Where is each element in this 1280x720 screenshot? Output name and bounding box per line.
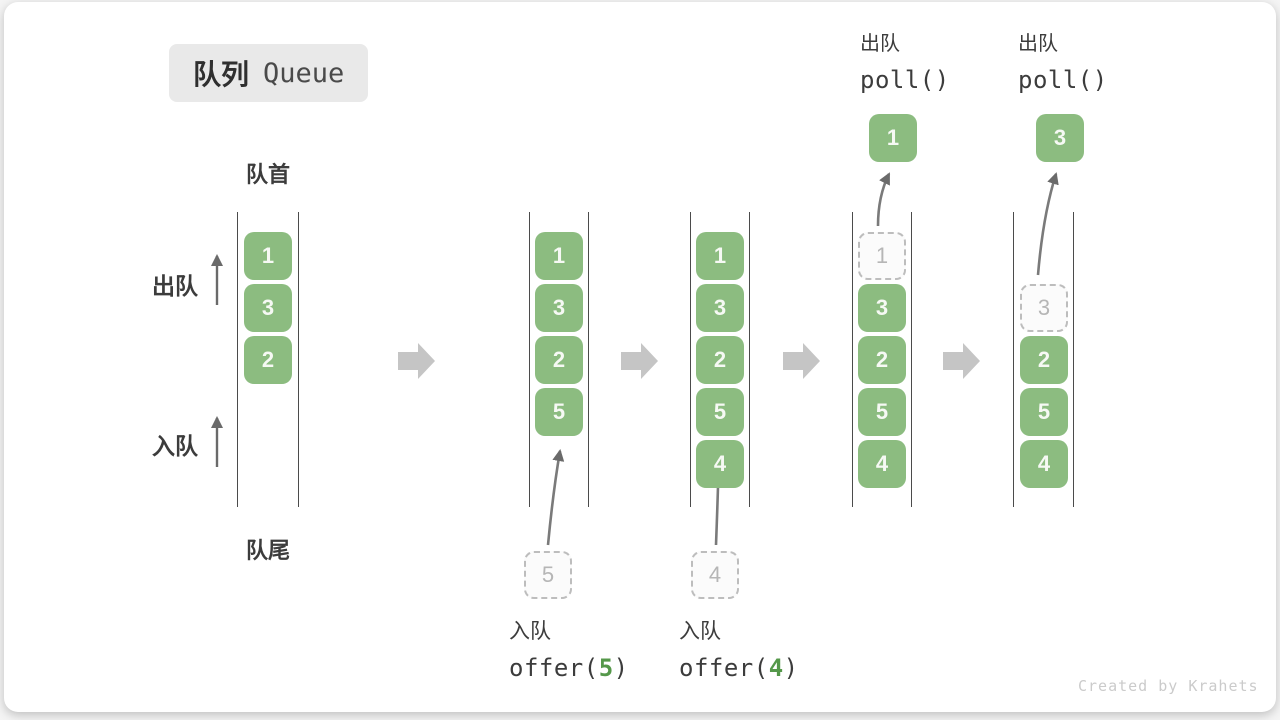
- queue-state-4: 1 3 2 5 4: [852, 212, 912, 507]
- code-text: offer(: [679, 654, 769, 682]
- popped-cell: 3: [1036, 114, 1084, 162]
- queue-cell-ghost: 3: [1020, 284, 1068, 332]
- queue-cell: 1: [244, 232, 292, 280]
- queue-cell: 2: [535, 336, 583, 384]
- title-en: Queue: [263, 57, 345, 89]
- op-label: 出队: [860, 33, 900, 55]
- queue-cell: 3: [696, 284, 744, 332]
- op-poll-1: 出队 poll(): [860, 31, 950, 93]
- queue-cell: 1: [696, 232, 744, 280]
- code-arg: 4: [768, 654, 784, 682]
- enqueue-side-label: 入队: [152, 433, 198, 459]
- queue-cell: 5: [696, 388, 744, 436]
- code-arg: 5: [598, 654, 614, 682]
- code-text: offer(: [509, 654, 599, 682]
- queue-state-2: 1 3 2 5: [529, 212, 589, 507]
- op-code: poll(): [860, 66, 950, 94]
- queue-cell: 5: [1020, 388, 1068, 436]
- queue-cell: 2: [244, 336, 292, 384]
- title-zh: 队列: [193, 59, 250, 90]
- op-offer-5: 入队 offer(5): [509, 619, 629, 681]
- queue-cell: 4: [1020, 440, 1068, 488]
- queue-cell: 2: [696, 336, 744, 384]
- queue-rear-label: 队尾: [245, 538, 290, 563]
- op-code: offer(5): [509, 655, 629, 681]
- queue-cell: 1: [535, 232, 583, 280]
- queue-cell: 4: [696, 440, 744, 488]
- queue-front-label: 队首: [245, 162, 290, 187]
- queue-state-3: 1 3 2 5 4: [690, 212, 750, 507]
- op-code: offer(4): [679, 655, 799, 681]
- queue-cell: 3: [858, 284, 906, 332]
- code-text: ): [613, 654, 629, 682]
- staged-cell: 5: [524, 551, 572, 599]
- op-poll-2: 出队 poll(): [1018, 31, 1108, 93]
- diagram-card: [4, 2, 1276, 712]
- op-label: 入队: [509, 620, 551, 643]
- op-code: poll(): [1018, 66, 1108, 94]
- staged-cell: 4: [691, 551, 739, 599]
- queue-cell: 3: [244, 284, 292, 332]
- popped-cell: 1: [869, 114, 917, 162]
- queue-state-5: 3 2 5 4: [1013, 212, 1074, 507]
- op-label: 出队: [1018, 33, 1058, 55]
- dequeue-side-label: 出队: [152, 273, 198, 299]
- queue-cell: 4: [858, 440, 906, 488]
- queue-state-1: 1 3 2: [237, 212, 299, 507]
- queue-cell: 2: [1020, 336, 1068, 384]
- queue-cell: 5: [858, 388, 906, 436]
- title-box: 队列 Queue: [169, 44, 369, 102]
- queue-cell-ghost: 1: [858, 232, 906, 280]
- op-label: 入队: [679, 620, 721, 643]
- queue-cell: 2: [858, 336, 906, 384]
- op-offer-4: 入队 offer(4): [679, 619, 799, 681]
- queue-cell: 3: [535, 284, 583, 332]
- queue-cell: 5: [535, 388, 583, 436]
- watermark: Created by Krahets: [1078, 677, 1259, 695]
- code-text: ): [783, 654, 799, 682]
